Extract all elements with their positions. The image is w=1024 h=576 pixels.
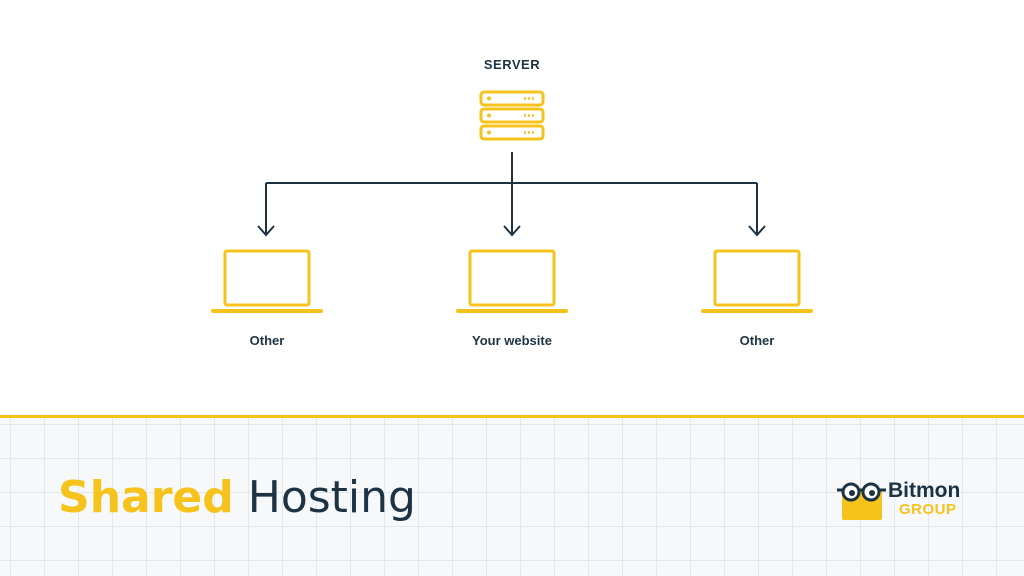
title-accent: Shared: [58, 472, 234, 523]
node-label-right: Other: [739, 333, 775, 348]
title-rest: Hosting: [247, 472, 416, 523]
laptop-icon-right: [701, 249, 813, 313]
logo-subtitle: GROUP: [899, 501, 957, 518]
logo-wordmark: Bitmon: [888, 479, 961, 502]
hosting-diagram: [211, 90, 813, 313]
page-title: Shared Hosting: [58, 472, 416, 524]
divider-line: [0, 415, 1024, 418]
server-icon: [479, 90, 545, 141]
node-label-left: Other: [249, 333, 285, 348]
footer-grid: [0, 418, 1024, 576]
laptop-icon-center: [456, 249, 568, 313]
laptop-icon-left: [211, 249, 323, 313]
bitmon-logo-icon: [837, 482, 886, 520]
node-label-center: Your website: [472, 333, 552, 348]
server-label: SERVER: [483, 57, 541, 72]
connector-lines: [257, 152, 766, 237]
